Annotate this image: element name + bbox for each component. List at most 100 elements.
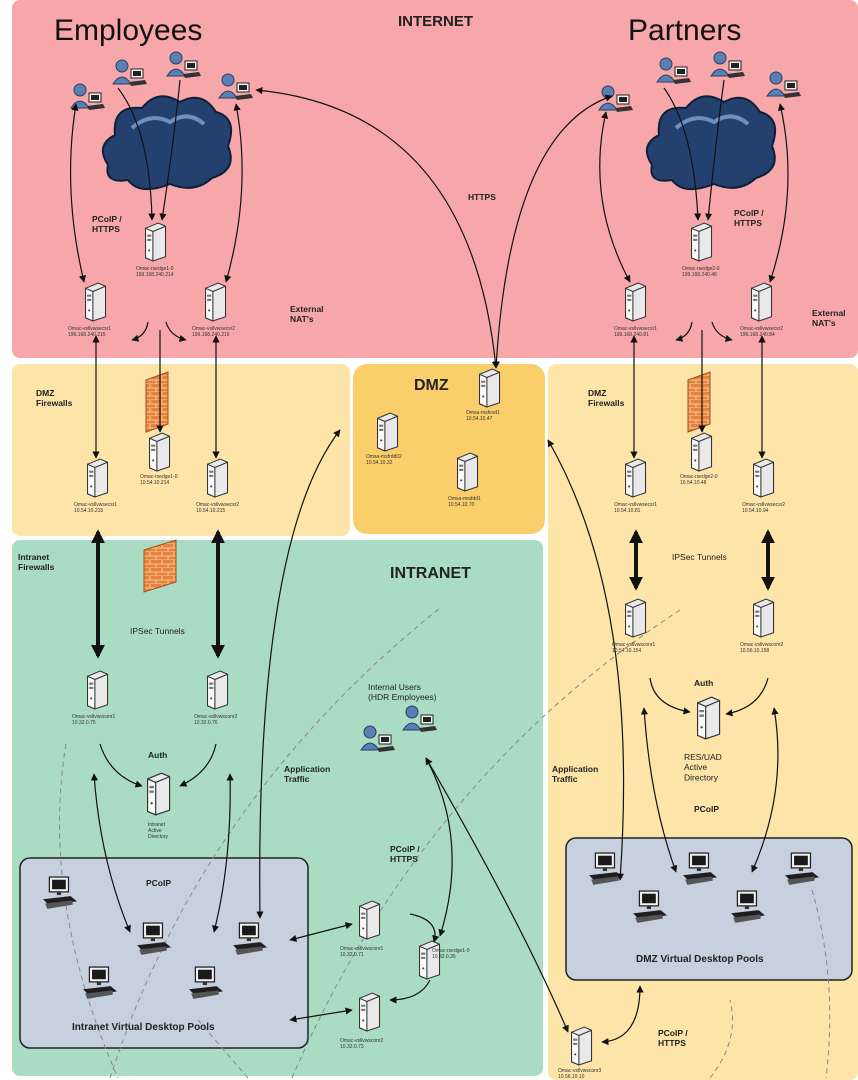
- auth-arrow: [649, 677, 691, 715]
- application-traffic-arrow: [256, 429, 341, 919]
- connection-arrow: [224, 103, 243, 283]
- firewall-icon: [687, 371, 711, 433]
- connection-arrow: [601, 985, 644, 1046]
- partners-title: Partners: [628, 14, 741, 47]
- firewall-icon: [143, 539, 177, 593]
- connection-arrow: [599, 111, 631, 283]
- connection-arrow: [165, 321, 187, 342]
- ipsec-tunnels-label: IPSec Tunnels: [672, 552, 727, 562]
- server-icon: [148, 432, 171, 472]
- auth-arrow: [99, 743, 143, 788]
- employees-title: Employees: [54, 14, 202, 47]
- active-directory-server-icon: [146, 772, 171, 816]
- server-icon: [204, 282, 227, 322]
- https-label: HTTPS: [468, 192, 496, 202]
- server-icon: [750, 282, 773, 322]
- internal-users-label: Internal Users(HDR Employees): [368, 682, 437, 702]
- pcoip-label: PCoIP: [694, 804, 719, 814]
- pcoip-https-label: PCoIP /HTTPS: [734, 208, 764, 228]
- server-icon: [144, 222, 167, 262]
- server-icon: [206, 458, 229, 498]
- dashed-link: [197, 1019, 249, 1079]
- server-icon: [358, 992, 381, 1032]
- auth-label: Auth: [148, 750, 167, 760]
- internet-zone-label: INTERNET: [398, 13, 473, 30]
- intranet-zone-label: INTRANET: [390, 565, 471, 582]
- dashed-link: [109, 607, 441, 1079]
- server-icon: [624, 598, 647, 638]
- connection-arrow: [289, 1007, 353, 1023]
- auth-arrow: [179, 743, 217, 787]
- server-icon: [624, 282, 647, 322]
- server-icon: [570, 1026, 593, 1066]
- https-arrow: [492, 94, 613, 369]
- application-traffic-arrow: [547, 439, 625, 881]
- pcoip-https-label: PCoIP /HTTPS: [390, 844, 420, 864]
- server-icon: [478, 368, 501, 408]
- auth-label: Auth: [694, 678, 713, 688]
- pcoip-https-label: PCoIP /HTTPS: [92, 214, 122, 234]
- connection-arrow: [663, 87, 702, 221]
- server-icon: [86, 458, 109, 498]
- dmz-center-zone: [353, 364, 545, 534]
- server-icon: [624, 458, 647, 498]
- server-icon: [690, 222, 713, 262]
- left-dmz-zone: [12, 364, 350, 536]
- pcoip-https-label: PCoIP /HTTPS: [658, 1028, 688, 1048]
- server-icon: [376, 412, 399, 452]
- connection-arrow: [69, 103, 86, 283]
- intranet-pools-label: Intranet Virtual Desktop Pools: [72, 1022, 215, 1033]
- ipsec-tunnels-label: IPSec Tunnels: [130, 626, 185, 636]
- dashed-link: [811, 889, 831, 1079]
- server-icon: [86, 670, 109, 710]
- connection-arrow: [289, 922, 353, 942]
- server-icon: [456, 452, 479, 492]
- server-icon: [418, 940, 441, 980]
- connection-arrow: [159, 79, 181, 221]
- active-directory-server-icon: [696, 696, 721, 740]
- pcoip-label: PCoIP: [146, 878, 171, 888]
- connection-arrow: [768, 103, 789, 283]
- dashed-link: [709, 999, 733, 1079]
- pcoip-arrow: [751, 707, 779, 873]
- dashed-link: [291, 609, 681, 1079]
- connection-arrow: [705, 79, 725, 221]
- connection-arrow: [117, 87, 156, 221]
- server-icon: [84, 282, 107, 322]
- server-icon: [358, 900, 381, 940]
- dmz-pools-label: DMZ Virtual Desktop Pools: [636, 954, 764, 965]
- dmz-zone-label: DMZ: [414, 377, 449, 394]
- connection-arrow: [675, 321, 693, 342]
- server-icon: [690, 432, 713, 472]
- https-arrow: [255, 87, 499, 369]
- pcoip-arrow: [90, 773, 131, 933]
